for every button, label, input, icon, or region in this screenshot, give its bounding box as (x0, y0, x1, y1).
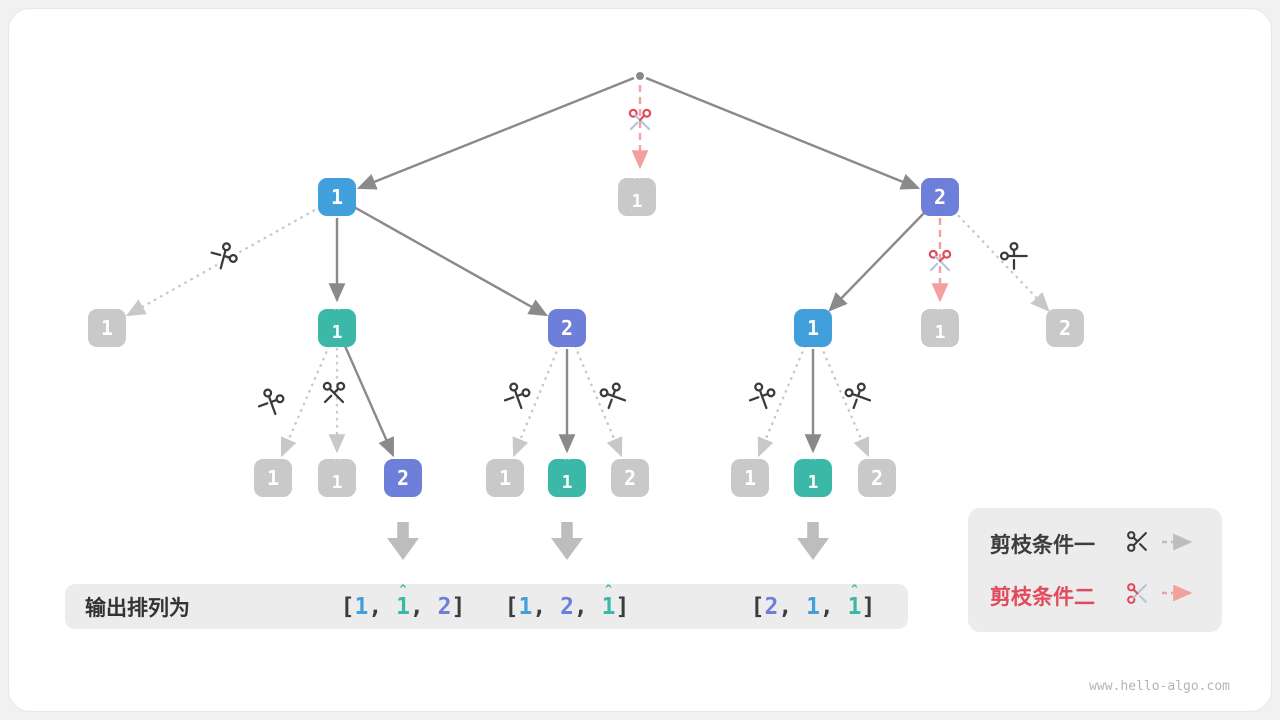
scissors-black-icon (744, 378, 780, 414)
perm-char: 1 (806, 593, 820, 620)
legend-item-condition1: 剪枝条件一 (990, 529, 1200, 559)
hat-mark: ˆ (603, 582, 614, 603)
scissors-black-icon (1125, 529, 1150, 559)
perm-char: , (409, 593, 438, 620)
hat-mark: ˆ (561, 455, 573, 475)
dashed-arrow-gray-icon (1160, 533, 1200, 555)
perm-char: [ (504, 593, 519, 620)
perm-char: ] (615, 593, 630, 620)
node-label: 1 (806, 316, 820, 340)
scissors-red-icon (1125, 581, 1150, 611)
perm-char: 1 (601, 593, 616, 620)
legend: 剪枝条件一 剪枝条件二 (968, 508, 1222, 632)
scissors-black-icon (253, 384, 289, 420)
node-label: 1 (631, 191, 643, 212)
perm-char: 1 (847, 593, 862, 620)
node-label: 2 (1058, 316, 1072, 340)
node-label: 1 (807, 472, 819, 493)
node-label: 1 (561, 472, 573, 493)
hat-mark: ˆ (631, 174, 643, 194)
scissors-red-icon (627, 107, 654, 134)
tree-node-pruned: 1 (254, 459, 292, 497)
node-label: 2 (560, 316, 574, 340)
perm-char: ] (451, 593, 466, 620)
tree-node-pruned: 1 (731, 459, 769, 497)
hat-mark: ˆ (397, 582, 409, 603)
perm-char: [ (750, 593, 765, 620)
tree-node-pruned: 1 (486, 459, 524, 497)
perm-char: ] (861, 593, 876, 620)
hat-mark: ˆ (849, 582, 860, 603)
hat-mark: ˆ (331, 455, 343, 475)
scissors-red-icon (927, 248, 954, 275)
node-label: 2 (396, 466, 410, 490)
scissors-black-icon (321, 380, 348, 407)
hat-mark: ˆ (934, 305, 946, 325)
node-label: 1 (498, 466, 512, 490)
scissors-black-icon (995, 237, 1033, 275)
dashed-arrow-red-icon (1160, 584, 1200, 606)
perm-char: 1 (354, 593, 369, 620)
node-label: 1 (743, 466, 757, 490)
node-label: 1 (934, 322, 946, 343)
perm-char: 1 (518, 593, 533, 620)
perm-char: , (573, 593, 602, 620)
perm-char: , (778, 593, 807, 620)
scissors-black-icon (206, 238, 243, 275)
perm-char: , (368, 593, 397, 620)
hat-mark: ˆ (331, 305, 343, 325)
tree-node-leaf: 2 (384, 459, 422, 497)
tree-node: 2 (548, 309, 586, 347)
tree-node: 1 (318, 178, 356, 216)
tree-node: 2 (921, 178, 959, 216)
hat-mark: ˆ (807, 455, 819, 475)
tree-node: 1 (794, 309, 832, 347)
node-label: 1 (331, 322, 343, 343)
legend-label: 剪枝条件一 (990, 534, 1095, 558)
node-label: 1 (330, 185, 344, 209)
scissors-black-icon (840, 378, 876, 414)
perm-char: 1 (396, 593, 410, 620)
node-label: 1 (266, 466, 280, 490)
node-label: 2 (933, 185, 947, 209)
tree-node-pruned: 2 (1046, 309, 1084, 347)
legend-item-condition2: 剪枝条件二 (990, 581, 1200, 611)
perm-char: , (819, 593, 848, 620)
watermark: www.hello-algo.com (1089, 679, 1230, 694)
output-label: 输出排列为 (85, 596, 190, 620)
perm-char: [ (340, 593, 355, 620)
tree-node-pruned: 2 (858, 459, 896, 497)
node-label: 1 (331, 472, 343, 493)
perm-char: , (532, 593, 561, 620)
node-label: 1 (100, 316, 114, 340)
perm-char: 2 (560, 593, 574, 620)
perm-char: 2 (437, 593, 452, 620)
tree-node-pruned: 1 (88, 309, 126, 347)
node-label: 2 (623, 466, 637, 490)
tree-node-pruned: 2 (611, 459, 649, 497)
node-label: 2 (870, 466, 884, 490)
scissors-black-icon (499, 378, 535, 414)
legend-label: 剪枝条件二 (990, 585, 1095, 609)
perm-char: 2 (764, 593, 779, 620)
scissors-black-icon (595, 378, 631, 414)
